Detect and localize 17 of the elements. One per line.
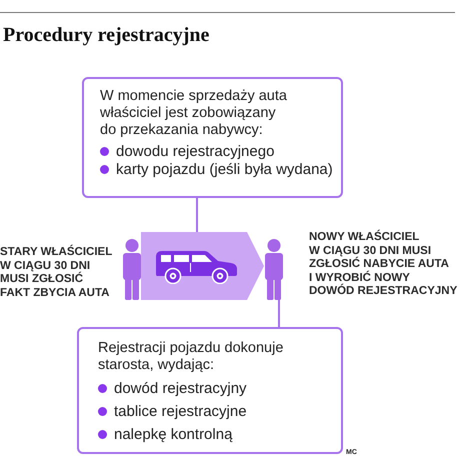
caption-text: NOWY WŁAŚCICIEL W CIĄGU 30 DNI MUSI ZGŁOSIĆ NABYCIE AUTA I WYROBIĆ NOWY DOWÓD REJESTRACYJNY: [309, 231, 458, 299]
person-icon: [123, 239, 141, 300]
connector-line: [196, 198, 198, 232]
diagram-title: Procedury rejestracyjne: [3, 24, 210, 46]
list-item-text: karty pojazdu (jeśli była wydana): [116, 160, 333, 178]
list-item-text: nalepkę kontrolną: [114, 426, 232, 443]
caption-text: STARY WŁAŚCICIEL W CIĄGU 30 DNI MUSI ZGŁOSIĆ FAKT ZBYCIA AUTA: [0, 246, 114, 300]
person-icon: [265, 239, 283, 300]
info-box: [77, 327, 343, 454]
transfer-arrow: [141, 232, 264, 300]
list-item-text: dowodu rejestracyjnego: [116, 142, 274, 160]
description-text: Rejestracji pojazdu dokonuje starosta, wydając:: [98, 340, 284, 374]
info-box: [82, 77, 343, 198]
connector-line: [278, 300, 280, 327]
description-text: W momencie sprzedaży auta właściciel jest zobowiązany do przekazania nabywcy:: [100, 88, 288, 139]
list-item-text: dowód rejestracyjny: [114, 380, 247, 397]
list-item-text: tablice rejestracyjne: [114, 403, 247, 420]
